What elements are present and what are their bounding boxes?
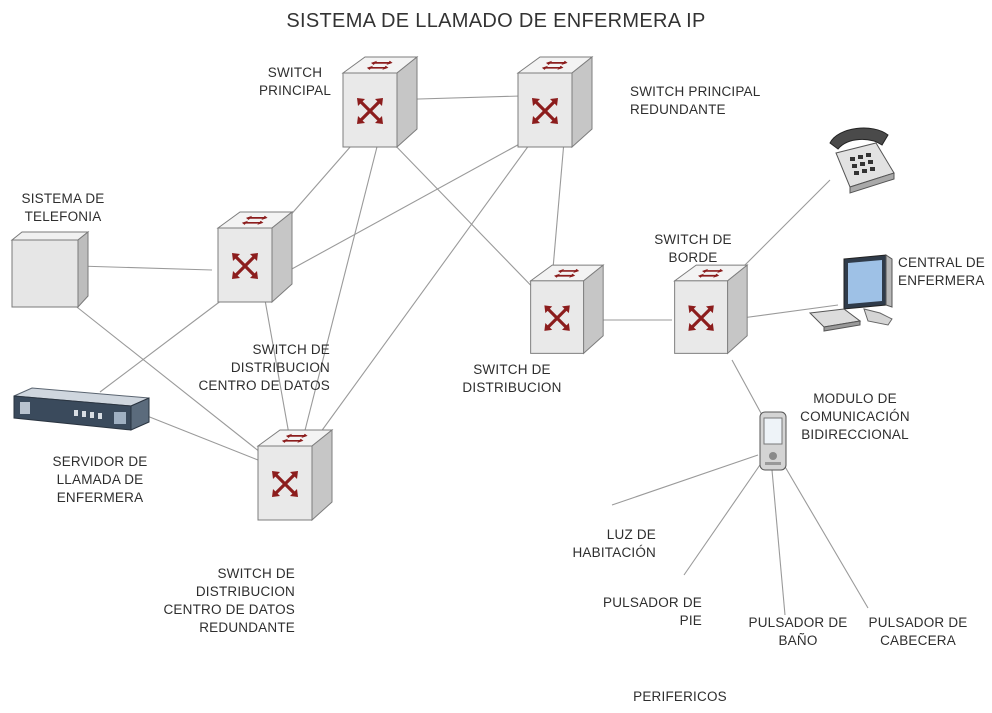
label-switch-distribucion: SWITCH DE DISTRIBUCION [462,362,562,395]
switch-dist-centro-datos-icon [218,212,292,302]
label-modulo-comunicacion: MODULO DE COMUNICACIÓN BIDIRECCIONAL [800,391,910,442]
switch-principal-icon [343,57,417,147]
label-central-enfermera: CENTRAL DE ENFERMERA [898,255,986,288]
label-switch-principal: SWITCH PRINCIPAL [258,65,332,98]
desk-telephone-icon [829,127,895,194]
rack-server-icon [13,387,150,431]
label-pulsador-bano: PULSADOR DE BAÑO [748,615,848,648]
switch-principal-redundante-icon [518,57,592,147]
label-pulsador-cabecera: PULSADOR DE CABECERA [868,615,968,648]
desktop-computer-icon [808,254,893,332]
switch-distribucion-icon [531,265,604,353]
label-pulsador-pie: PULSADOR DE PIE [603,595,702,628]
telephony-box-icon [10,230,90,309]
handheld-device-icon [759,411,787,471]
label-luz-habitacion: LUZ DE HABITACIÓN [572,527,656,560]
label-servidor-llamada: SERVIDOR DE LLAMADA DE ENFERMERA [52,454,148,505]
label-sistema-telefonia: SISTEMA DE TELEFONIA [21,191,105,224]
switch-dist-centro-datos-redundante-icon [258,430,332,520]
label-switch-dist-centro-datos: SWITCH DE DISTRIBUCION CENTRO DE DATOS [198,342,330,393]
switch-borde-icon [675,265,748,353]
diagram-title: SISTEMA DE LLAMADO DE ENFERMERA IP [286,10,706,32]
label-perifericos: PERIFERICOS [633,689,727,704]
label-switch-principal-redundante: SWITCH PRINCIPAL REDUNDANTE [630,84,761,117]
connection-lines [67,94,869,616]
label-switch-dist-centro-datos-redundante: SWITCH DE DISTRIBUCION CENTRO DE DATOS R… [163,566,295,635]
label-switch-borde: SWITCH DE BORDE [654,232,732,265]
